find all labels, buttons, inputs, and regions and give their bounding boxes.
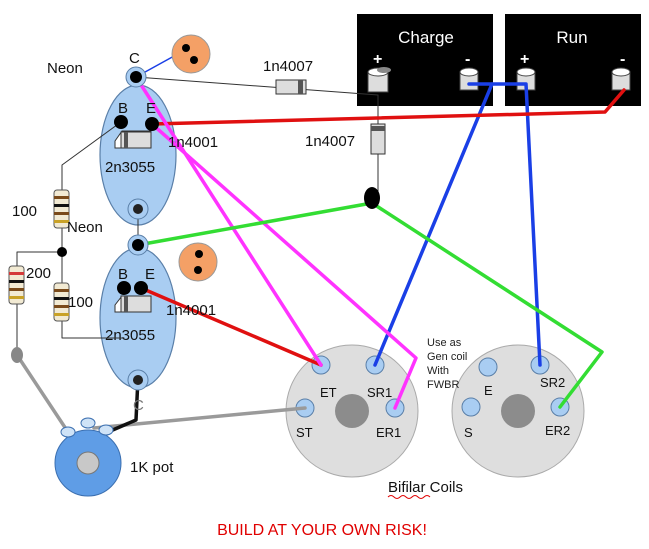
wire-run-plus-to-sr2 — [490, 82, 542, 367]
coil-2-e-label: E — [484, 383, 493, 398]
gen-coil-note-line-1: Use as — [427, 337, 462, 349]
warning-text: BUILD AT YOUR OWN RISK! — [217, 522, 427, 539]
diode-1n4001-bottom-body — [120, 295, 152, 313]
resistor-100-left-body — [53, 189, 70, 229]
base-bottom-pin — [117, 281, 131, 295]
bifilar-coil-1: ET SR1 ST ER1 — [285, 344, 419, 478]
collector-bottom-pin — [132, 239, 144, 251]
resistor-200-label: 200 — [26, 265, 51, 282]
coil-1-et-label: ET — [320, 385, 337, 400]
junction-node-mid — [364, 187, 380, 209]
coil-1-core — [335, 394, 369, 428]
neon-mid-label: Neon — [67, 219, 103, 236]
coil-1-sr1-label: SR1 — [367, 385, 392, 400]
emitter-bottom-pin — [134, 281, 148, 295]
diode-1n4007-mid-body — [370, 123, 386, 155]
coil-1-st-label: ST — [296, 425, 313, 440]
coil-2-core — [501, 394, 535, 428]
transistor-bottom-pins: B E C — [117, 234, 155, 414]
diode-1n4001-bottom: 1n4001 — [114, 295, 216, 319]
neon-top-label: Neon — [47, 60, 83, 77]
diode-1n4001-top: 1n4001 — [114, 130, 218, 151]
wire-emitter-bottom-to-et — [139, 286, 323, 367]
junction-node-left — [57, 247, 67, 257]
resistor-100-mid: 100 — [53, 282, 93, 322]
gen-coil-note-line-3: With — [427, 365, 449, 377]
charge-minus-terminal — [459, 67, 479, 91]
transistor-top-pins: C B E — [114, 50, 159, 220]
transistor-bottom-label: 2n3055 — [105, 327, 155, 344]
diode-1n4007-top-label: 1n4007 — [263, 58, 313, 75]
charge-battery: Charge + - — [357, 14, 493, 106]
transistor-top-label: 2n3055 — [105, 159, 155, 176]
neon-bulb-mid — [178, 242, 218, 282]
coil-1-er1-label: ER1 — [376, 425, 401, 440]
coil-2-s-terminal — [461, 397, 481, 417]
emitter-top-pin — [145, 117, 159, 131]
bifilar-coils-label: Bifilar Coils — [388, 479, 463, 496]
charge-battery-title: Charge — [398, 28, 454, 47]
diode-1n4007-vertical: 1n4007 — [305, 123, 386, 155]
neon-bulb-top — [171, 34, 211, 74]
charge-plus-terminal — [367, 67, 391, 93]
gen-coil-note-line-2: Gen coil — [427, 351, 467, 363]
coil-2-er2-label: ER2 — [545, 423, 570, 438]
wire-collector-to-charge-plus — [135, 76, 379, 96]
pot-label: 1K pot — [130, 459, 174, 476]
run-battery-minus: - — [620, 51, 625, 68]
wire-collector-top-to-et — [134, 75, 323, 367]
resistor-100-mid-body — [53, 282, 70, 322]
transistor-bottom-body — [99, 247, 177, 389]
wire-collector-bottom-to-er2 — [136, 201, 604, 409]
gen-coil-note: Use as Gen coil With FWBR — [427, 337, 467, 391]
charge-battery-minus: - — [465, 51, 470, 68]
collector-bottom-label: C — [133, 397, 144, 414]
coil-2-e-terminal — [478, 357, 498, 377]
gen-coil-note-line-4: FWBR — [427, 379, 459, 391]
wire-200-to-pot — [15, 353, 70, 434]
charge-battery-plus: + — [373, 51, 382, 68]
coil-2-sr2-label: SR2 — [540, 375, 565, 390]
transistor-bottom: 2n3055 — [99, 247, 177, 389]
diode-1n4001-bottom-label: 1n4001 — [166, 302, 216, 319]
wire-pot-to-base-bottom — [106, 376, 140, 434]
junction-node-pot — [11, 347, 23, 363]
resistor-200-body — [8, 265, 25, 305]
wire-junction-to-100 — [61, 251, 125, 339]
pot-shaft — [76, 451, 100, 475]
wire-junction-to-200 — [16, 251, 63, 356]
emitter-top-label: E — [146, 100, 156, 117]
neon-bulb-mid-body — [178, 242, 218, 282]
resistor-200: 200 — [8, 265, 51, 305]
bifilar-coil-2: E SR2 S ER2 — [451, 344, 585, 478]
pot-1k: 1K pot — [54, 417, 174, 497]
wire-emitter-top-to-run-minus — [150, 88, 626, 126]
base-top-pin — [114, 115, 128, 129]
run-minus-terminal — [611, 67, 631, 91]
emitter-bottom-label: E — [145, 266, 155, 283]
resistor-100-left: 100 — [12, 189, 70, 229]
diode-1n4001-top-label: 1n4001 — [168, 134, 218, 151]
resistor-100-mid-label: 100 — [68, 294, 93, 311]
run-battery-title: Run — [556, 28, 587, 47]
diode-1n4007-horizontal: 1n4007 — [263, 58, 313, 95]
base-top-label: B — [118, 100, 128, 117]
wire-charge-minus-to-sr1 — [373, 82, 494, 367]
collector-top-pin — [130, 71, 142, 83]
diode-1n4001-top-body — [120, 131, 152, 149]
neon-bulb-top-body — [171, 34, 211, 74]
coil-2-s-label: S — [464, 425, 473, 440]
resistor-100-left-label: 100 — [12, 203, 37, 220]
spellcheck-underline — [387, 495, 431, 499]
wires — [15, 49, 626, 434]
diode-1n4007-mid-label: 1n4007 — [305, 133, 355, 150]
base-bottom-label: B — [118, 266, 128, 283]
wire-emitter-top-to-er1 — [150, 122, 418, 410]
run-battery-plus: + — [520, 51, 529, 68]
collector-top-label: C — [129, 50, 140, 67]
